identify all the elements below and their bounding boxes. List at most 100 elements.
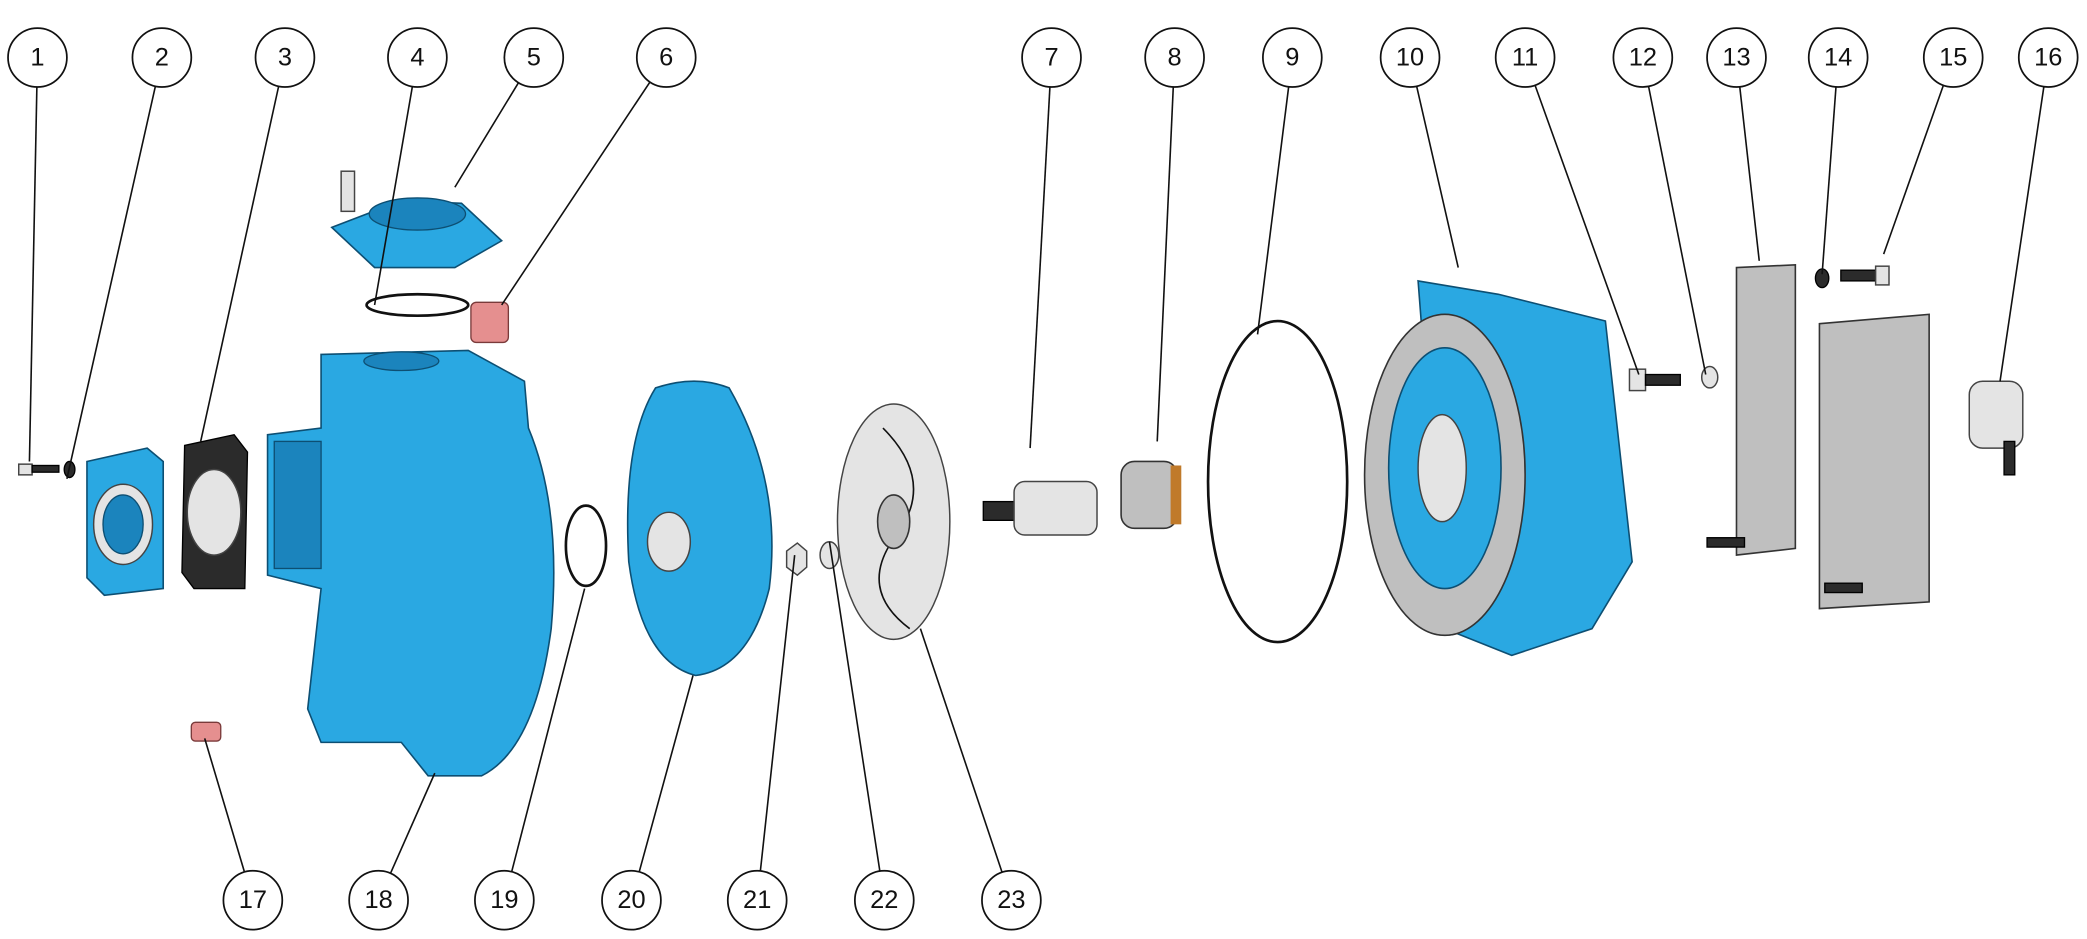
balloon-number: 23: [997, 886, 1025, 914]
leader-line: [1882, 84, 1945, 255]
part-wearplate-20: [626, 380, 773, 677]
balloon-number: 11: [1512, 44, 1538, 72]
balloon-circle: [1021, 27, 1082, 88]
part-suction-flange: [86, 447, 165, 597]
balloon-circle: [1379, 27, 1441, 88]
part-clamp-16: [1968, 380, 2024, 476]
balloon-23: 23: [919, 628, 1042, 931]
leader-line: [828, 541, 881, 872]
balloon-number: 10: [1396, 44, 1424, 72]
balloon-13: 13: [1706, 27, 1767, 261]
leader-line: [1738, 86, 1761, 261]
leader-line: [1821, 86, 1837, 275]
balloon-number: 20: [617, 886, 645, 914]
leader-line: [1415, 86, 1460, 268]
balloon-circle: [1494, 27, 1556, 88]
balloon-number: 12: [1629, 44, 1657, 72]
balloon-circle: [7, 27, 68, 88]
leader-line: [66, 86, 157, 480]
balloon-20: 20: [601, 675, 694, 931]
part-plug-6: [470, 301, 510, 344]
balloon-6: 6: [501, 27, 697, 306]
part-oring-19: [564, 504, 608, 588]
part-oring-4: [365, 292, 470, 318]
balloon-16: 16: [1999, 27, 2079, 382]
balloon-number: 14: [1824, 44, 1852, 72]
parts: [17, 170, 2024, 777]
balloon-circle: [348, 869, 409, 931]
part-adapter-10: [1363, 279, 1633, 657]
balloon-number: 21: [743, 886, 771, 914]
leader-line: [389, 772, 436, 874]
balloon-18: 18: [348, 772, 436, 931]
balloon-8: 8: [1144, 27, 1205, 442]
balloon-4: 4: [373, 27, 448, 306]
balloon-number: 6: [659, 44, 673, 72]
leader-line: [501, 81, 651, 306]
balloon-number: 16: [2034, 44, 2062, 72]
balloon-number: 19: [490, 886, 518, 914]
balloon-circle: [474, 869, 535, 931]
balloon-2: 2: [66, 27, 193, 480]
leader-line: [1029, 86, 1051, 449]
balloon-number: 8: [1168, 44, 1182, 72]
balloon-circle: [1706, 27, 1767, 88]
part-impeller-23: [836, 403, 951, 641]
leader-line: [1647, 86, 1707, 375]
balloon-circle: [726, 869, 788, 931]
balloon-circle: [222, 869, 284, 931]
balloon-circle: [254, 27, 316, 88]
balloon-circle: [635, 27, 697, 88]
leader-line: [1999, 86, 2045, 382]
balloon-number: 1: [30, 44, 44, 72]
leader-line: [1256, 86, 1290, 335]
balloon-3: 3: [199, 27, 316, 442]
balloon-number: 15: [1939, 44, 1967, 72]
part-seal-8: [1120, 460, 1182, 530]
balloon-circle: [2017, 27, 2079, 88]
balloon-9: 9: [1256, 27, 1323, 335]
leader-line: [1534, 84, 1640, 375]
part-bolt-11: [1628, 368, 1681, 392]
part-guard-13: [1706, 264, 1930, 610]
balloon-circle: [1807, 27, 1869, 88]
balloon-circle: [131, 27, 193, 88]
leader-line: [454, 82, 520, 188]
balloon-number: 22: [870, 886, 898, 914]
part-oring-9: [1206, 319, 1349, 644]
balloon-14: 14: [1807, 27, 1869, 275]
part-gasket-3: [181, 433, 249, 590]
balloon-circle: [981, 869, 1042, 931]
part-casing-18: [266, 349, 555, 777]
balloon-circle: [1144, 27, 1205, 88]
balloon-number: 7: [1044, 44, 1058, 72]
balloon-22: 22: [828, 541, 915, 931]
part-discharge-flange-5: [330, 170, 504, 269]
balloon-5: 5: [454, 27, 565, 188]
balloon-circle: [1922, 27, 1984, 88]
leader-line: [28, 86, 38, 462]
balloon-21: 21: [726, 555, 796, 931]
balloon-12: 12: [1612, 27, 1707, 375]
leader-line: [199, 86, 280, 442]
leader-line: [373, 86, 414, 306]
leader-line: [919, 628, 1003, 873]
balloon-15: 15: [1882, 27, 1984, 255]
part-screw-15: [1840, 265, 1890, 286]
balloon-circle: [1262, 27, 1323, 88]
balloon-circle: [387, 27, 448, 88]
balloon-number: 9: [1285, 44, 1299, 72]
balloon-11: 11: [1494, 27, 1640, 375]
leader-line: [759, 555, 796, 872]
balloon-17: 17: [203, 738, 284, 931]
leader-line: [510, 588, 586, 872]
balloon-1: 1: [7, 27, 68, 462]
leader-line: [1156, 86, 1175, 442]
part-sleeve-7: [982, 480, 1098, 536]
part-bolt-1: [17, 463, 60, 476]
balloon-number: 3: [278, 44, 292, 72]
balloon-number: 2: [155, 44, 169, 72]
balloon-circle: [1612, 27, 1674, 88]
